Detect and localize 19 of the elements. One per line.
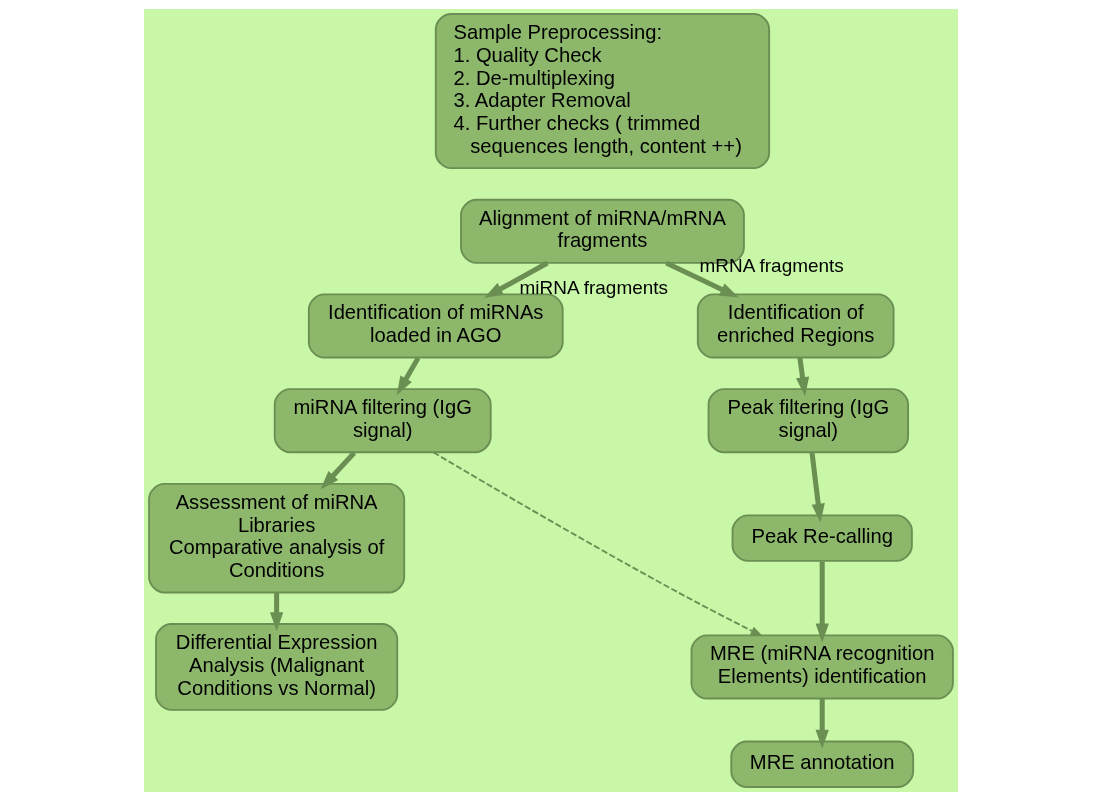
node-box: Sample Preprocessing: 1. Quality Check 2. De-multiplexing 3. Adapter Removal 4. Further checks ( trimmed sequences length, content ++): [434, 12, 771, 169]
arrow: [320, 450, 357, 489]
arrow: [815, 698, 829, 749]
arrow: [815, 560, 829, 643]
node-box: MRE annotation: [730, 740, 915, 788]
node-box: Assessment of miRNA Libraries Comparative analysis of Conditions: [148, 482, 406, 593]
arrow: [270, 592, 284, 631]
node-box: Peak Re-calling: [731, 513, 913, 562]
arrow: [809, 451, 825, 523]
arrow: [665, 260, 739, 298]
arrow: [396, 356, 421, 395]
arrow: [484, 260, 549, 298]
node-box: MRE (miRNA recognition Elements) identification: [690, 633, 954, 699]
node-box: Differential Expression Analysis (Malignant Conditions vs Normal): [155, 622, 399, 711]
arrow: [795, 357, 810, 396]
arrow: [432, 450, 764, 636]
node-box: Peak filtering (IgG signal): [707, 387, 910, 453]
node-box: Identification of enriched Regions: [696, 292, 895, 358]
node-box: miRNA filtering (IgG signal): [273, 387, 492, 453]
